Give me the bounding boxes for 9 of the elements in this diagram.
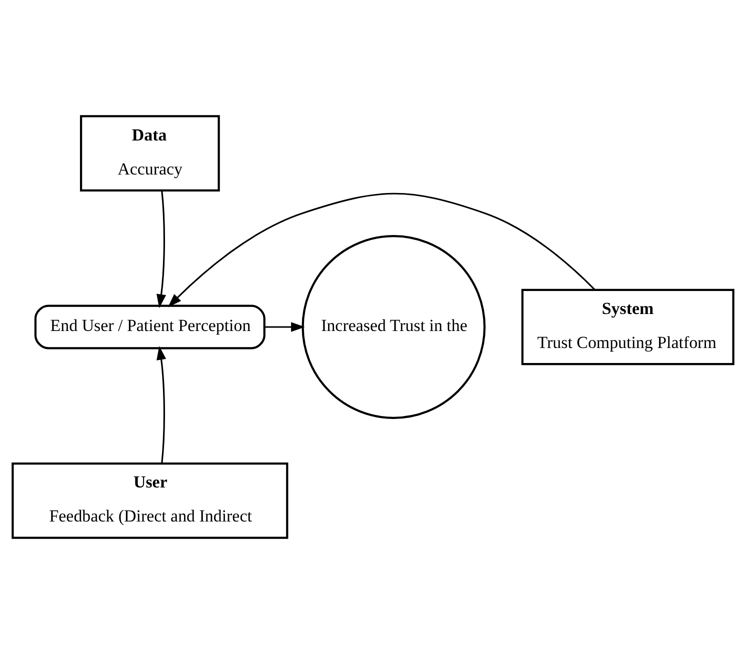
node-circle: Increased Trust in the	[302, 235, 486, 419]
node-box: User Feedback (Direct and Indirect	[12, 462, 288, 539]
arrow	[156, 346, 166, 464]
arrow	[156, 190, 166, 308]
arrow	[168, 192, 596, 308]
arrow	[264, 322, 305, 332]
node-box: End User / Patient Perception	[34, 304, 266, 350]
node-box: Data Accuracy	[80, 115, 220, 192]
node-box: System Trust Computing Platform	[521, 288, 734, 366]
